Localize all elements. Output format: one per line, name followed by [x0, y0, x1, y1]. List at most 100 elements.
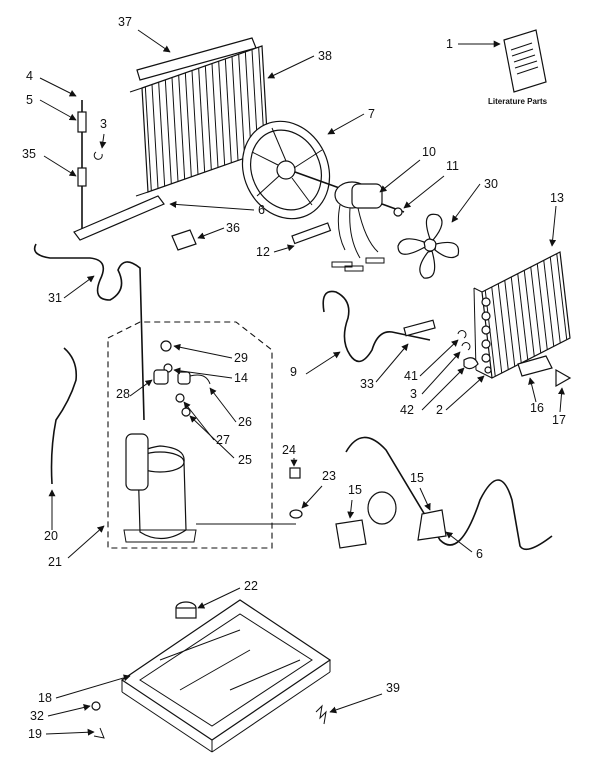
callout-c31: 31: [48, 291, 62, 305]
terminal-cover: [177, 371, 191, 385]
callout-c16: 16: [530, 401, 544, 415]
leader-c3b: [421, 351, 461, 395]
callout-c19: 19: [28, 727, 42, 741]
callout-labels: 1373845335710113013636123129142826272593…: [22, 15, 566, 741]
leader-lines: [39, 29, 565, 736]
leader-c12: [273, 244, 295, 253]
callout-c21: 21: [48, 555, 62, 569]
callout-c41: 41: [404, 369, 418, 383]
screw-32: [91, 701, 101, 711]
leader-c10: [379, 159, 421, 193]
callout-c37: 37: [118, 15, 132, 29]
spacer: [289, 467, 301, 479]
leader-c29: [173, 343, 233, 359]
callout-c28: 28: [116, 387, 130, 401]
leader-c31: [63, 275, 95, 299]
leader-c25: [189, 415, 235, 459]
lead-wire: [189, 374, 211, 385]
leader-c18: [55, 674, 131, 699]
screw-2: [484, 366, 492, 374]
leader-c42: [421, 367, 465, 411]
callout-c13: 13: [550, 191, 564, 205]
leader-c5: [39, 99, 77, 121]
spring-39: [315, 704, 327, 725]
callout-c22: 22: [244, 579, 258, 593]
callout-c3a: 3: [100, 117, 107, 131]
callout-c17: 17: [552, 413, 566, 427]
leader-c13: [549, 205, 557, 247]
callout-c4: 4: [26, 69, 33, 83]
callout-c15a: 15: [348, 483, 362, 497]
nut: [393, 207, 403, 217]
callout-c2: 2: [436, 403, 443, 417]
condenser-coil: [129, 45, 269, 197]
leader-c16: [528, 377, 537, 403]
clip-41: [457, 330, 467, 339]
literature-parts-label: Literature Parts: [488, 97, 548, 106]
evaporator-coil: [473, 251, 571, 379]
callout-c11: 11: [446, 159, 459, 173]
callout-c6b: 6: [476, 547, 483, 561]
drain-tube: [345, 436, 553, 551]
leader-c14: [173, 367, 233, 379]
compressor-mount: [175, 601, 197, 619]
leader-c37: [137, 29, 171, 53]
overload-protector: [153, 369, 169, 385]
foam-pad: [335, 519, 367, 549]
clip-42: [463, 357, 479, 370]
leader-c22: [197, 587, 241, 609]
grommet: [160, 340, 172, 352]
clip-3: [461, 342, 471, 351]
leader-c9: [305, 351, 341, 375]
fan-motor: [331, 181, 405, 272]
callout-c3b: 3: [410, 387, 417, 401]
leader-c32: [47, 704, 91, 717]
capillary-tube-assembly: [77, 100, 103, 232]
compressor-group-outline: [107, 321, 273, 549]
callout-c6a: 6: [258, 203, 265, 217]
mounting-bolt: [291, 222, 332, 245]
callout-c10: 10: [422, 145, 436, 159]
callout-c25: 25: [238, 453, 252, 467]
callout-c39: 39: [386, 681, 400, 695]
hook-19: [93, 727, 105, 739]
leader-c15a: [347, 499, 355, 519]
leader-c19: [45, 728, 95, 736]
callout-c42: 42: [400, 403, 414, 417]
leader-c6a: [169, 200, 255, 211]
callout-c1: 1: [446, 37, 453, 51]
fan-blade: [397, 213, 460, 279]
leader-c26: [209, 387, 237, 423]
mounting-washer: [181, 407, 191, 417]
leader-c17: [557, 387, 565, 413]
leader-c36: [197, 227, 225, 240]
callout-c14: 14: [234, 371, 248, 385]
leader-c15b: [419, 487, 431, 511]
leader-c33: [375, 343, 409, 383]
callout-c32: 32: [30, 709, 44, 723]
callout-c24: 24: [282, 443, 296, 457]
callout-c36: 36: [226, 221, 240, 235]
leader-c35: [43, 155, 77, 177]
callout-c12: 12: [256, 245, 270, 259]
callout-c30: 30: [484, 177, 498, 191]
callout-c29: 29: [234, 351, 248, 365]
leader-c41: [419, 339, 459, 377]
callout-c35: 35: [22, 147, 36, 161]
callout-c26: 26: [238, 415, 252, 429]
leader-c38: [267, 55, 315, 79]
callout-c23: 23: [322, 469, 336, 483]
suction-tube: [322, 290, 431, 363]
leader-c3a: [99, 133, 107, 149]
clip: [171, 229, 197, 251]
wire-harness: [50, 347, 78, 485]
tube-connector: [403, 319, 436, 337]
leader-c11: [403, 175, 445, 209]
callout-c18: 18: [38, 691, 52, 705]
literature-parts: Literature Parts: [488, 29, 548, 106]
mounting-grommet: [175, 393, 185, 403]
callout-c7: 7: [368, 107, 375, 121]
callout-c20: 20: [44, 529, 58, 543]
callout-c38: 38: [318, 49, 332, 63]
